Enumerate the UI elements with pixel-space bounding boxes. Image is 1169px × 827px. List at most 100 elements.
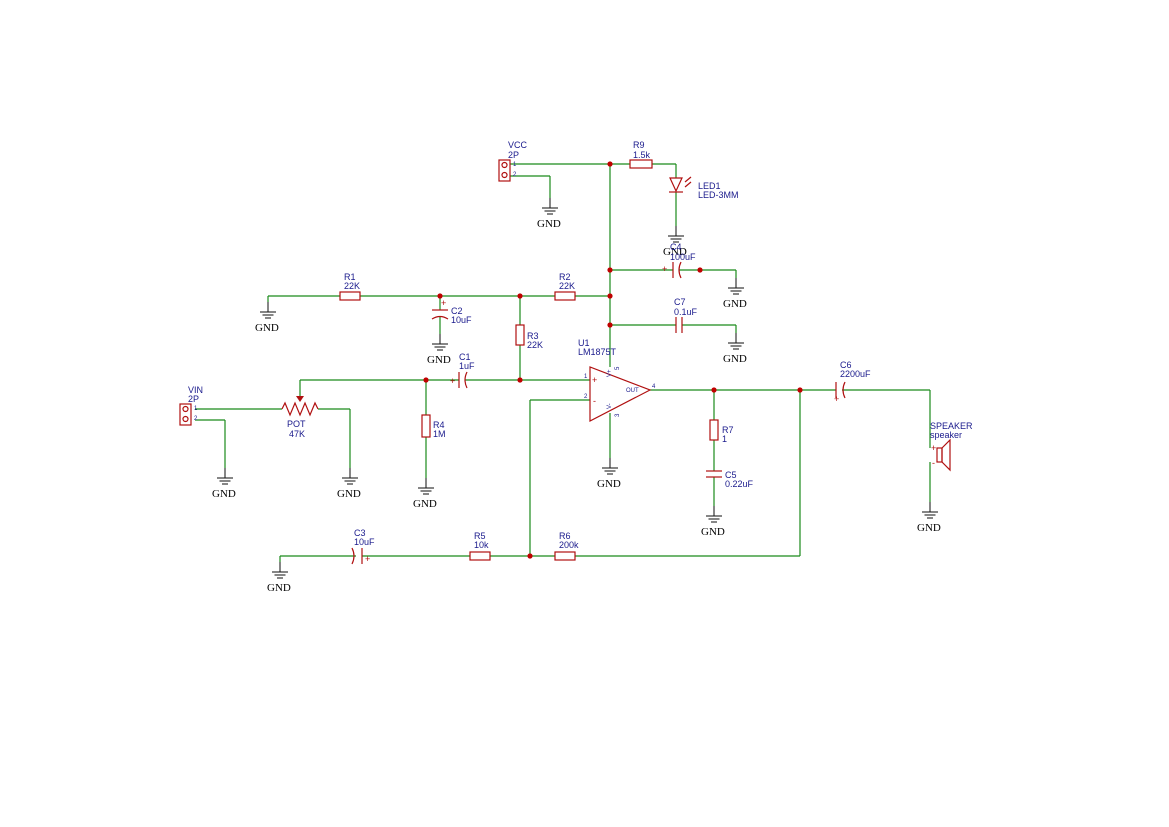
- vcc-ref: VCC: [508, 140, 528, 150]
- ground-icon: GND: [701, 505, 725, 538]
- vcc-connector[interactable]: VCC 2P 1 2: [498, 140, 528, 182]
- pin-icon: [182, 405, 189, 413]
- light-ray-icon: [684, 176, 692, 183]
- c5-value: 0.22uF: [725, 479, 754, 489]
- u1-vminus-label: V-: [607, 403, 613, 409]
- c1-value: 1uF: [459, 361, 475, 371]
- r2-ref: R2: [559, 272, 571, 282]
- r1-value: 22K: [344, 281, 360, 291]
- capacitor-c4[interactable]: + C4 100uF: [662, 242, 696, 279]
- speaker-minus-sign: -: [932, 458, 935, 468]
- ground-icon: GND: [212, 467, 236, 500]
- junction-dot: [437, 293, 443, 299]
- c2-polarity: +: [441, 298, 446, 308]
- resistor-r5[interactable]: R5 10k: [469, 531, 491, 561]
- capacitor-c3[interactable]: + C3 10uF: [351, 528, 375, 565]
- r5-value: 10k: [474, 540, 489, 550]
- pot-ref: POT: [287, 419, 306, 429]
- r2-value: 22K: [559, 281, 575, 291]
- c4-polarity: +: [662, 264, 667, 274]
- wires: [195, 163, 931, 562]
- gnd-label: GND: [255, 322, 279, 334]
- resistor-r2[interactable]: R2 22K: [554, 272, 576, 301]
- u1-vplus-label: V+: [607, 369, 613, 377]
- capacitor-c6[interactable]: + C6 2200uF: [834, 360, 871, 404]
- ground-icon: GND: [723, 332, 747, 365]
- gnd-label: GND: [663, 246, 687, 258]
- r6-value: 200k: [559, 540, 579, 550]
- capacitor-c5[interactable]: C5 0.22uF: [706, 470, 754, 489]
- r4-value: 1M: [433, 429, 446, 439]
- led1-value: LED-3MM: [698, 190, 739, 200]
- vin-pin2-number: 2: [194, 416, 198, 422]
- u1-pin5-number: 5: [615, 366, 621, 370]
- gnd-label: GND: [597, 478, 621, 490]
- ground-icon: GND: [267, 561, 291, 594]
- junction-dot: [797, 387, 803, 393]
- capacitor-c1[interactable]: + C1 1uF: [450, 352, 475, 389]
- junction-dot: [607, 161, 613, 167]
- u1-out-label: OUT: [626, 388, 639, 394]
- speaker-ref: SPEAKER: [930, 421, 973, 431]
- vin-pin1-number: 1: [194, 406, 198, 412]
- ground-icon: GND: [337, 467, 361, 500]
- resistor-r6[interactable]: R6 200k: [554, 531, 579, 561]
- c1-ref: C1: [459, 352, 471, 362]
- junctions: [423, 161, 803, 559]
- capacitor-c2[interactable]: + C2 10uF: [431, 298, 472, 325]
- c6-value: 2200uF: [840, 369, 871, 379]
- vin-connector[interactable]: VIN 2P 1 2: [179, 385, 203, 426]
- pot-value: 47K: [289, 429, 305, 439]
- c3-ref: C3: [354, 528, 366, 538]
- resistor-r9[interactable]: R9 1.5k: [629, 140, 653, 169]
- r5-ref: R5: [474, 531, 486, 541]
- r7-ref: R7: [722, 425, 734, 435]
- vin-ref: VIN: [188, 385, 203, 395]
- r3-ref: R3: [527, 331, 539, 341]
- resistor-r1[interactable]: R1 22K: [339, 272, 361, 301]
- resistor-r3[interactable]: R3 22K: [515, 324, 543, 350]
- pin-icon: [501, 161, 508, 169]
- r1-ref: R1: [344, 272, 356, 282]
- resistor-r7[interactable]: R7 1: [709, 419, 734, 444]
- ground-icon: GND: [723, 277, 747, 310]
- c2-value: 10uF: [451, 315, 472, 325]
- u1-pin4-number: 4: [652, 384, 656, 390]
- u1-pin2-number: 2: [584, 394, 588, 400]
- junction-dot: [517, 377, 523, 383]
- ground-symbols: GND GND GND GND GND GND GND GND GND GND …: [212, 197, 941, 594]
- u1-plus-input-sign: +: [592, 375, 597, 385]
- opamp-u1[interactable]: + - OUT V+ V- 1 2 3 4 5 U1 LM1875T: [578, 338, 656, 422]
- gnd-label: GND: [723, 353, 747, 365]
- vcc-value: 2P: [508, 150, 519, 160]
- gnd-label: GND: [413, 498, 437, 510]
- c3-value: 10uF: [354, 537, 375, 547]
- speaker-plus-sign: +: [931, 443, 936, 453]
- gnd-label: GND: [701, 526, 725, 538]
- speaker[interactable]: + - SPEAKER speaker: [930, 421, 973, 472]
- vin-value: 2P: [188, 394, 199, 404]
- c4-value: 100uF: [670, 252, 696, 262]
- c7-ref: C7: [674, 297, 686, 307]
- u1-pin1-number: 1: [584, 374, 588, 380]
- gnd-label: GND: [212, 488, 236, 500]
- led1[interactable]: LED1 LED-3MM: [669, 176, 739, 200]
- speaker-value: speaker: [930, 430, 962, 440]
- potentiometer[interactable]: POT 47K: [281, 396, 319, 439]
- led1-ref: LED1: [698, 181, 721, 191]
- r6-ref: R6: [559, 531, 571, 541]
- gnd-label: GND: [267, 582, 291, 594]
- pin-icon: [501, 171, 508, 179]
- ground-icon: GND: [537, 197, 561, 230]
- pin-icon: [182, 415, 189, 423]
- c4-ref: C4: [670, 242, 682, 252]
- junction-dot: [711, 387, 717, 393]
- junction-dot: [607, 267, 613, 273]
- capacitor-c7[interactable]: C7 0.1uF: [674, 297, 698, 333]
- r7-value: 1: [722, 434, 727, 444]
- gnd-label: GND: [427, 354, 451, 366]
- ground-icon: GND: [663, 225, 687, 258]
- ground-icon: GND: [413, 477, 437, 510]
- resistor-r4[interactable]: R4 1M: [421, 414, 446, 439]
